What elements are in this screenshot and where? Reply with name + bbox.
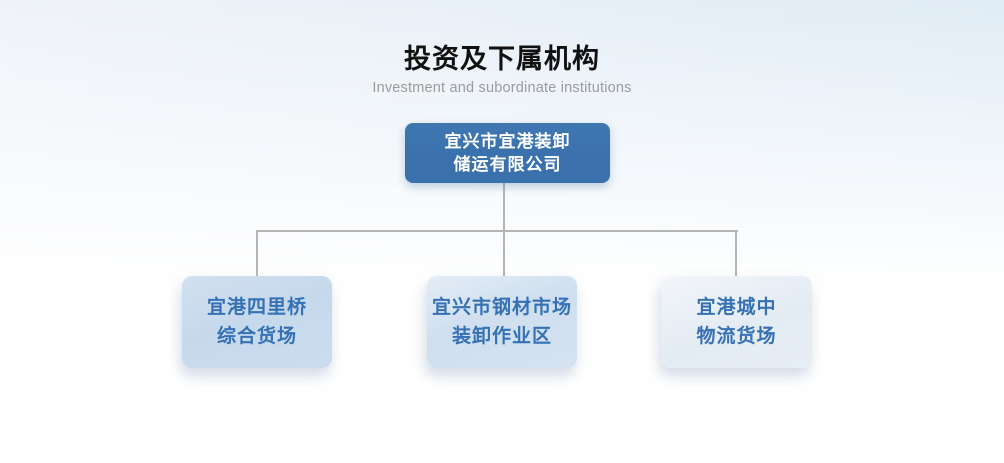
org-node-child-line1: 宜兴市钢材市场 — [431, 297, 572, 318]
org-node-child-sili-bridge-yard: 宜港四里桥 综合货场 — [182, 276, 332, 368]
org-node-child-line2: 物流货场 — [696, 326, 777, 347]
page-subtitle: Investment and subordinate institutions — [372, 80, 632, 96]
connector-drop-left — [256, 230, 258, 277]
org-node-child-line1: 宜港城中 — [696, 297, 777, 318]
org-node-root-line1: 宜兴市宜港装卸 — [444, 132, 571, 151]
org-node-child-line2: 装卸作业区 — [451, 326, 552, 347]
org-node-root: 宜兴市宜港装卸 储运有限公司 — [405, 123, 610, 183]
page-header: 投资及下属机构 Investment and subordinate insti… — [0, 42, 1004, 97]
org-node-root-line2: 储运有限公司 — [453, 155, 562, 174]
connector-horizontal-bar — [256, 230, 738, 232]
org-node-child-city-logistics-yard: 宜港城中 物流货场 — [661, 276, 812, 368]
org-node-child-steel-market-area: 宜兴市钢材市场 装卸作业区 — [427, 276, 577, 368]
connector-drop-right — [735, 230, 737, 277]
org-node-child-line2: 综合货场 — [216, 326, 297, 347]
page-title: 投资及下属机构 — [404, 44, 600, 74]
org-node-child-line1: 宜港四里桥 — [206, 297, 307, 318]
